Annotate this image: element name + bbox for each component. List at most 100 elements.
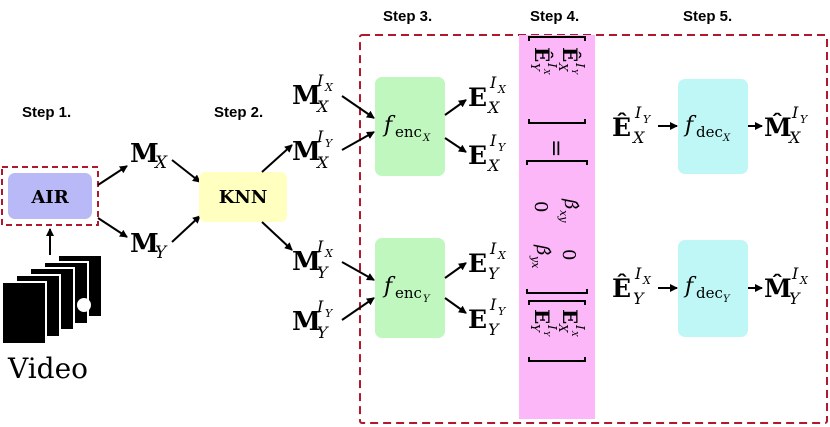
decoder-y-label: f dec Y bbox=[683, 274, 731, 305]
lhs-e1-sup: I bbox=[573, 62, 587, 68]
my-to-knn-arrow bbox=[171, 215, 201, 243]
mhat-x-iy-symbol: M̂ X I Y bbox=[764, 103, 809, 147]
sym-supsub: Y bbox=[498, 305, 507, 318]
enc-subsub: X bbox=[422, 133, 431, 144]
sym-sup: I bbox=[489, 131, 497, 150]
mx-to-knn-arrow bbox=[171, 159, 201, 183]
m-y-iy-symbol: M Y I Y bbox=[292, 297, 334, 342]
rhs-e2-sup: I bbox=[545, 324, 559, 330]
sym-supsub: Y bbox=[643, 113, 652, 126]
sym-sub: Y bbox=[317, 323, 329, 342]
lhs-e2-sup: I bbox=[545, 62, 559, 68]
dec-subsub: Y bbox=[723, 294, 731, 305]
beta-xy-sub: xy bbox=[557, 210, 570, 223]
sym-base: M̂ bbox=[764, 274, 792, 303]
lhs-e1-sub: X bbox=[556, 62, 570, 72]
m-y-ix-symbol: M Y I X bbox=[292, 237, 334, 282]
sym-sub: X bbox=[315, 153, 329, 172]
sym-supsub: X bbox=[497, 249, 507, 262]
sym-base: E bbox=[468, 249, 487, 278]
step3-label: Step 3. bbox=[383, 8, 432, 25]
sym-sub: X bbox=[315, 97, 329, 116]
air-to-my-arrow bbox=[97, 217, 128, 238]
sym-sup: I bbox=[791, 103, 799, 122]
knn-box bbox=[199, 172, 287, 222]
rhs-e2-sub: Y bbox=[528, 324, 542, 333]
beta-xy: β̂ bbox=[560, 198, 581, 209]
step4-panel bbox=[519, 35, 595, 419]
sym-sub: Y bbox=[789, 289, 801, 308]
step1-label: Step 1. bbox=[22, 104, 71, 121]
lhs-e2-sub: Y bbox=[528, 63, 542, 72]
e-x-iy-symbol: E X I Y bbox=[468, 131, 507, 175]
sym-supsub: Y bbox=[325, 137, 334, 150]
sym-supsub: Y bbox=[498, 141, 507, 154]
m-x-ix-symbol: M X I X bbox=[292, 71, 334, 116]
sym-supsub: X bbox=[324, 81, 334, 94]
mx-sub: X bbox=[153, 153, 168, 173]
sym-sup: I bbox=[634, 103, 642, 122]
my-base: M bbox=[130, 229, 159, 259]
knn-to-myx-arrow bbox=[261, 221, 293, 251]
sym-base: E bbox=[468, 83, 487, 112]
sym-sup: I bbox=[316, 237, 324, 256]
sym-sub: X bbox=[787, 128, 801, 147]
matrix-zero-2: 0 bbox=[530, 201, 551, 212]
e-y-iy-symbol: E Y I Y bbox=[468, 295, 507, 339]
sym-supsub: X bbox=[799, 274, 809, 287]
arrow-out-enc-x-1 bbox=[444, 99, 467, 116]
beta-matrix: β̂ xy 0 0 β̂ yx bbox=[526, 160, 588, 294]
step5-label: Step 5. bbox=[683, 8, 732, 25]
rhs-e1-supsub: X bbox=[570, 330, 579, 337]
e-y-ix-symbol: E Y I X bbox=[468, 239, 507, 283]
sym-sub: Y bbox=[633, 289, 645, 308]
sym-sub: Y bbox=[317, 263, 329, 282]
dec-subtext: dec bbox=[696, 123, 723, 141]
my-symbol: M Y bbox=[130, 229, 168, 263]
dec-subsub: X bbox=[722, 133, 731, 144]
encoder-y-box bbox=[375, 238, 445, 338]
sym-sup: I bbox=[316, 71, 324, 90]
sym-base: M̂ bbox=[764, 113, 792, 142]
air-label: AIR bbox=[30, 187, 69, 208]
knn-label: KNN bbox=[219, 187, 268, 208]
knn-to-mxy-arrow bbox=[261, 144, 293, 173]
dashed-region bbox=[359, 34, 828, 424]
equals-sign: = bbox=[543, 139, 568, 157]
rhs-e1-sup: I bbox=[573, 324, 587, 330]
rhs-bracket: E X I X E Y I Y bbox=[528, 300, 587, 362]
sym-sup: I bbox=[634, 264, 642, 283]
air-to-mx-arrow bbox=[97, 165, 128, 186]
e-x-ix-symbol: E X I X bbox=[468, 73, 507, 117]
rhs-e1-sub: X bbox=[556, 323, 570, 333]
arrow-in-enc-y-1 bbox=[341, 261, 375, 281]
air-box bbox=[8, 173, 92, 219]
step4-label: Step 4. bbox=[530, 8, 579, 25]
decoder-x-box bbox=[678, 79, 748, 174]
sym-sub: Y bbox=[488, 320, 500, 339]
sym-base: M bbox=[292, 247, 321, 277]
mx-base: M bbox=[130, 139, 159, 169]
sym-supsub: X bbox=[497, 83, 507, 96]
ehat-x-iy-symbol: Ê X I Y bbox=[612, 103, 652, 147]
sym-base: Ê bbox=[612, 274, 631, 303]
arrow-in-enc-y-2 bbox=[341, 297, 375, 321]
rhs-e2-supsub: Y bbox=[542, 331, 551, 337]
sym-sub: X bbox=[631, 128, 645, 147]
enc-subtext: enc bbox=[395, 123, 422, 141]
lhs-e2-base: Ê bbox=[530, 47, 554, 62]
rhs-e2-base: E bbox=[530, 309, 554, 324]
sym-base: Ê bbox=[612, 113, 631, 142]
sym-sup: I bbox=[316, 297, 324, 316]
video-frames-icon bbox=[1, 254, 103, 345]
sym-sub: X bbox=[486, 156, 500, 175]
lhs-e1-base: Ê bbox=[558, 47, 582, 62]
sym-sup: I bbox=[489, 295, 497, 314]
enc-subsub: Y bbox=[423, 294, 431, 305]
sym-base: M bbox=[292, 137, 321, 167]
decoder-y-box bbox=[678, 240, 748, 337]
sym-base: E bbox=[468, 141, 487, 170]
sym-sup: I bbox=[489, 239, 497, 258]
sym-supsub: X bbox=[642, 274, 652, 287]
m-x-iy-symbol: M X I Y bbox=[292, 127, 334, 172]
